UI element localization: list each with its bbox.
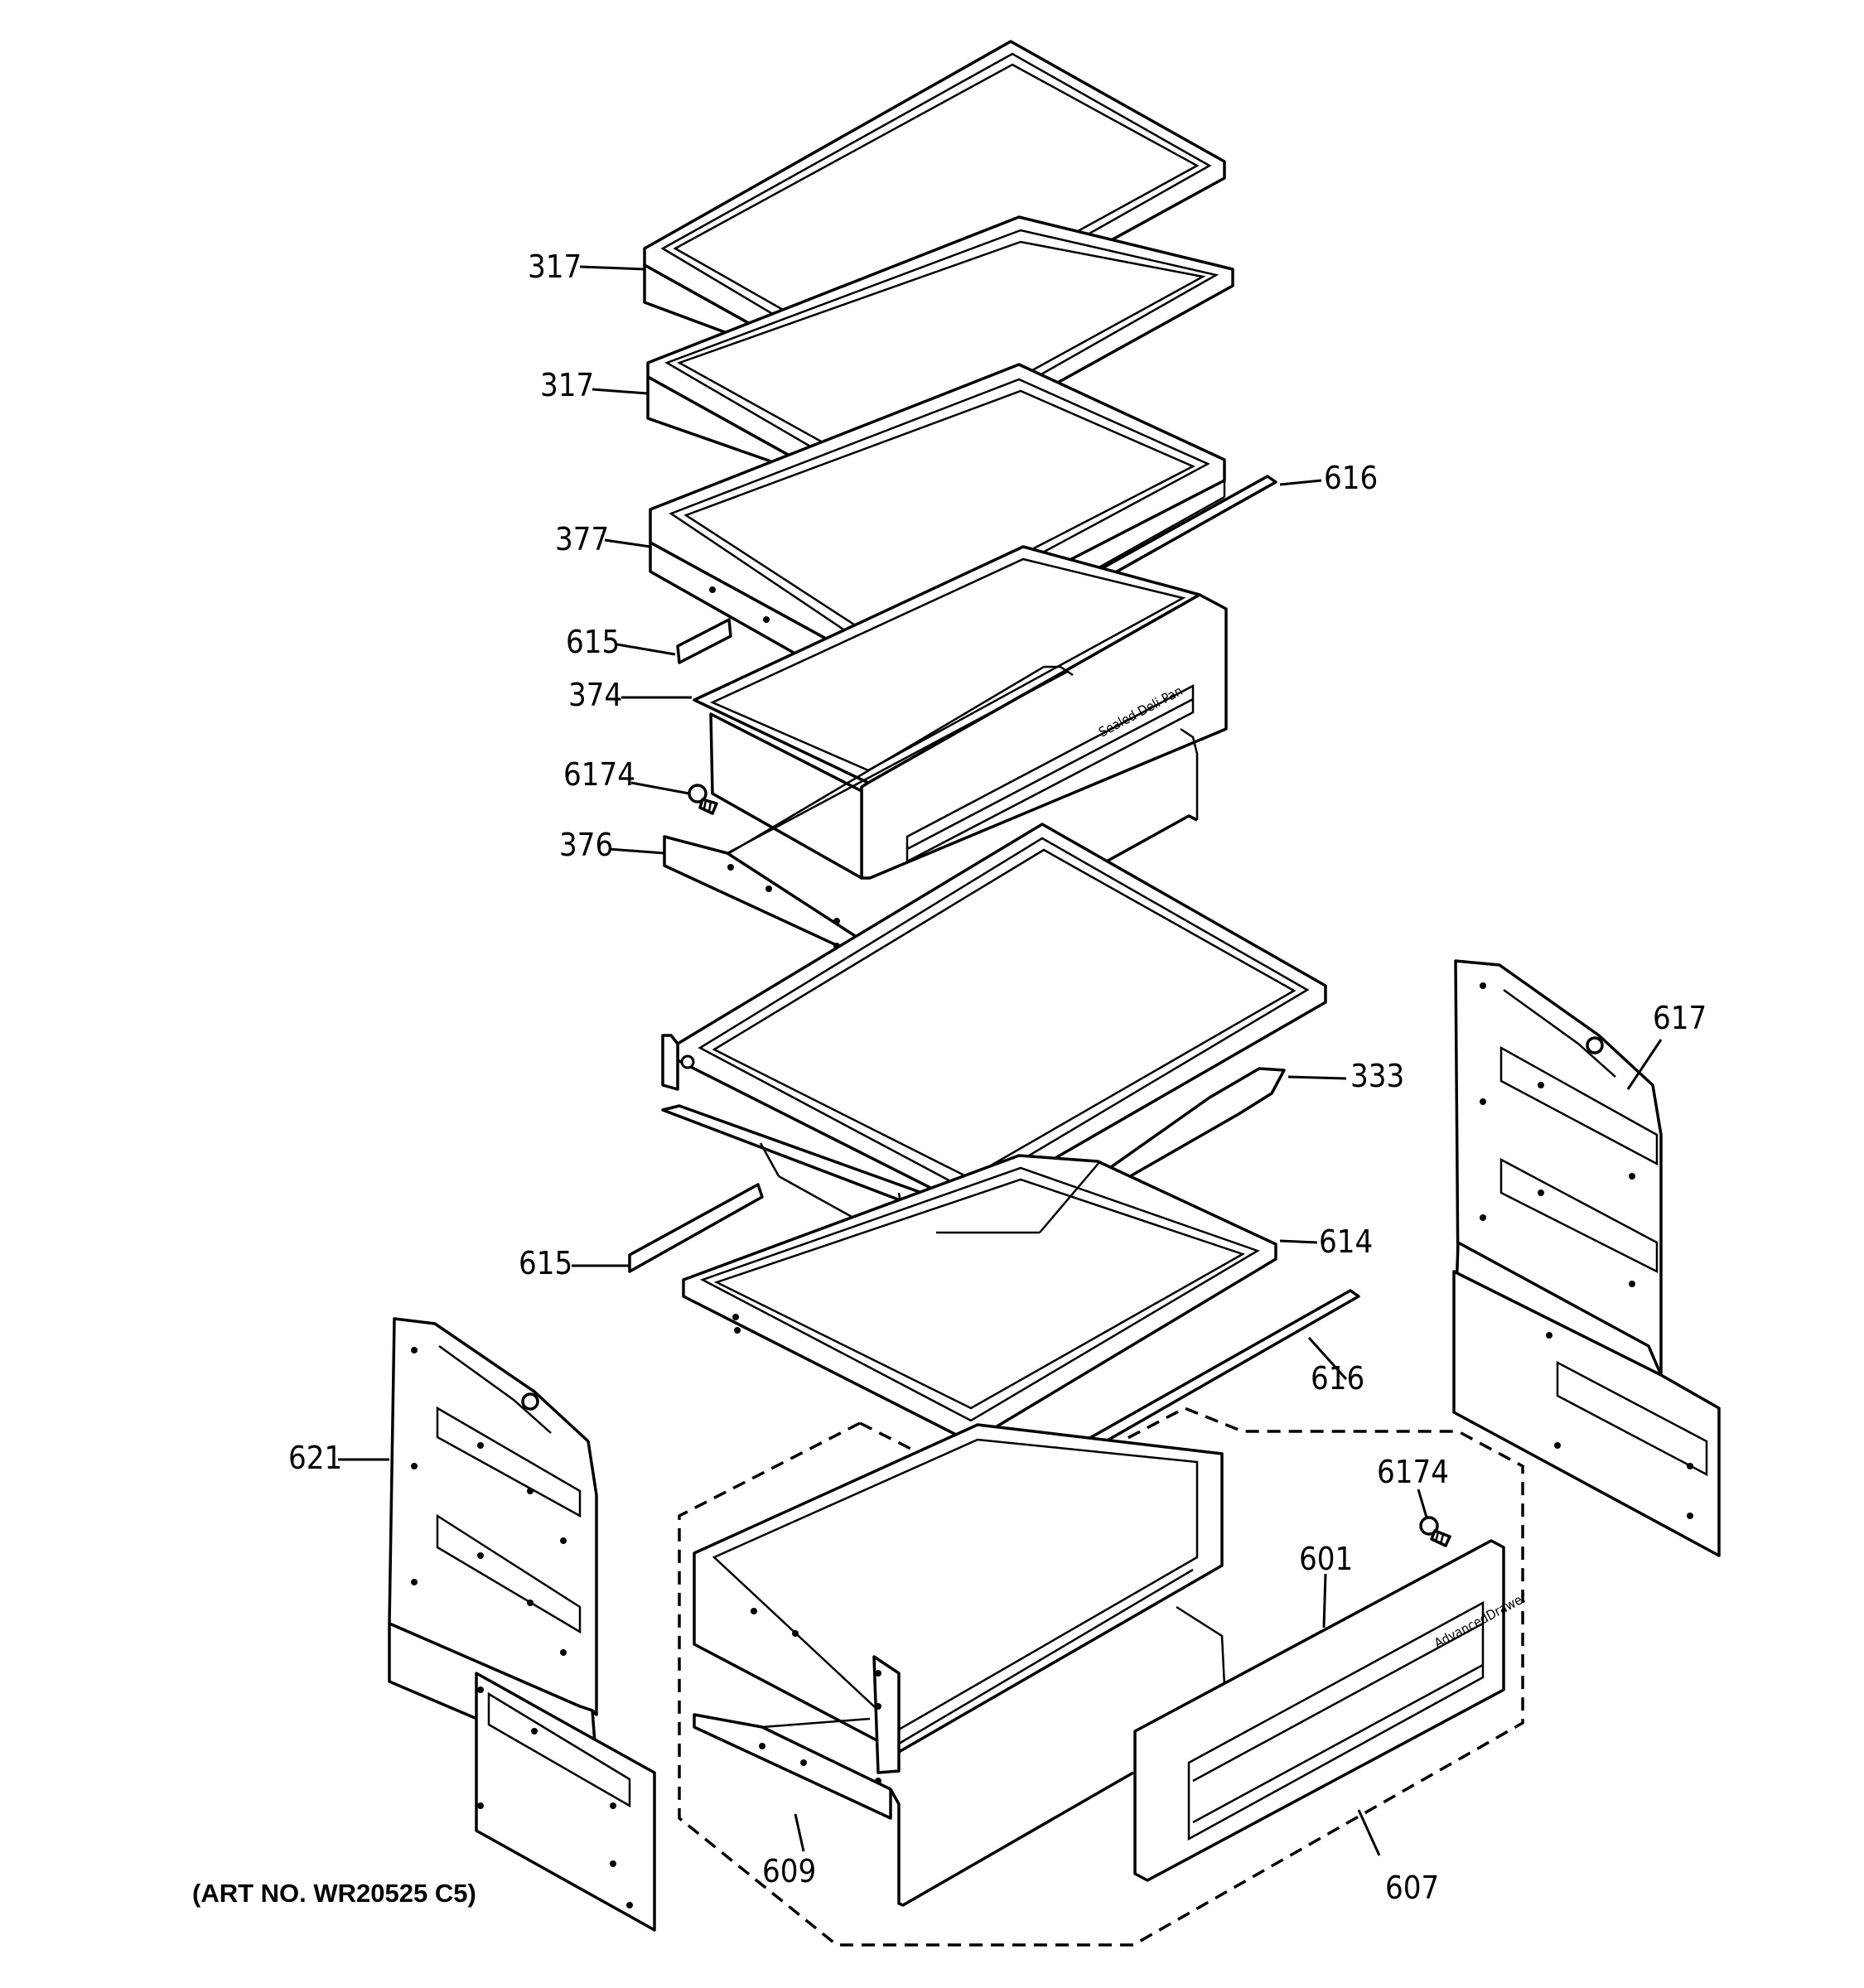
callout-616-upper: 616 [1324,460,1378,496]
callout-621: 621 [288,1440,342,1476]
callout-374: 374 [568,677,622,713]
callout-614: 614 [1319,1223,1373,1260]
drawer-bin [693,1423,1226,1774]
callout-601: 601 [1299,1541,1353,1577]
drawer-front-601: AdvancedDrawer [1133,1539,1529,1882]
callout-6174-upper: 6174 [563,756,635,793]
callout-317-second: 317 [540,367,594,403]
callout-615-lower: 615 [519,1245,572,1281]
callout-617: 617 [1653,1000,1707,1036]
art-number: (ART NO. WR20525 C5) [192,1879,476,1908]
support-621-left [388,1317,656,1932]
callout-6174-lower: 6174 [1377,1454,1449,1490]
callout-616-lower: 616 [1311,1360,1364,1397]
callout-615-upper: 615 [566,624,620,660]
callout-609: 609 [762,1853,816,1889]
drawer-assembly-607 [678,1407,1524,1947]
leader-lines [338,265,1663,1856]
glass-shelf-614 [682,1154,1277,1439]
callout-377: 377 [555,521,609,557]
callout-376: 376 [559,827,613,863]
callout-317-top: 317 [528,248,582,285]
screw-6174-lower [1419,1516,1451,1547]
screw-6174-upper [688,784,718,815]
callout-labels: 317 317 377 616 615 374 6174 376 333 615… [288,248,1707,1906]
drawer-frame-609 [693,1713,1134,1907]
support-617-right [1452,959,1721,1557]
callout-607: 607 [1385,1870,1439,1906]
deli-pan-374: Sealed Deli Pan [693,545,1228,880]
slide-615-upper [676,618,732,664]
callout-333: 333 [1350,1058,1404,1094]
